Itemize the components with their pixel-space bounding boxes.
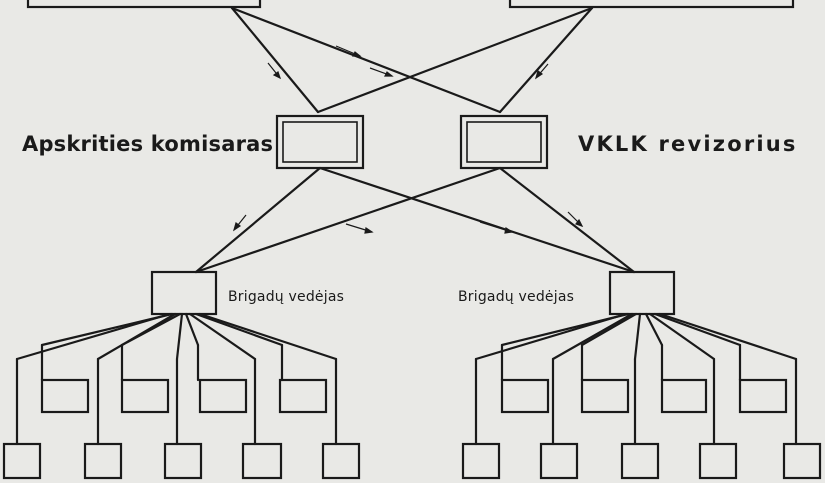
- flow-arrow-head: [534, 69, 544, 80]
- tree-line: [188, 312, 257, 361]
- county-commissioner-label: Apskrities komisaras: [22, 132, 274, 156]
- connector-line: [230, 6, 320, 114]
- tree-line: [633, 312, 642, 361]
- connector-line: [498, 6, 594, 114]
- flow-arrow-head: [364, 227, 374, 234]
- tree-line: [658, 312, 798, 361]
- member-box: [660, 378, 708, 414]
- member-box: [500, 378, 550, 414]
- flow-arrow-head: [232, 221, 242, 232]
- auditor-box: [459, 114, 549, 170]
- tree-line: [653, 312, 742, 347]
- member-box: [241, 442, 283, 480]
- brigade-leader-label-right: Brigadų vedėjas: [458, 289, 575, 305]
- brigade-leader-box-left: [150, 270, 218, 316]
- tree-line: [175, 312, 184, 361]
- tree-line: [644, 312, 664, 347]
- flow-arrow-head: [384, 71, 394, 77]
- member-box: [198, 378, 248, 414]
- member-box: [580, 378, 630, 414]
- tree-line: [184, 312, 200, 347]
- connector-line: [194, 166, 502, 274]
- commissioner-box: [275, 114, 365, 170]
- connector-line: [498, 166, 636, 274]
- tree-line: [198, 312, 338, 361]
- flow-arrow-head: [352, 51, 362, 57]
- member-box: [163, 442, 203, 480]
- tree-line: [500, 312, 630, 347]
- connector-line: [194, 166, 322, 274]
- tree-line: [194, 312, 284, 347]
- auditor-label: VKLK revizorius: [578, 132, 798, 156]
- connector-line: [318, 166, 636, 274]
- member-box: [782, 442, 822, 480]
- tree-line: [580, 312, 638, 347]
- tree-line: [551, 312, 634, 361]
- member-box: [698, 442, 738, 480]
- member-box: [2, 442, 42, 480]
- brigade-leader-box-right: [608, 270, 676, 316]
- tree-line: [120, 312, 182, 347]
- member-box: [461, 442, 501, 480]
- top-left-box: [26, 0, 262, 9]
- member-box: [321, 442, 361, 480]
- flow-arrow-head: [272, 71, 282, 80]
- connector-line: [230, 6, 502, 114]
- commissioner-box-inner: [282, 121, 358, 163]
- member-box: [278, 378, 328, 414]
- member-box: [40, 378, 90, 414]
- brigade-leader-label-left: Brigadų vedėjas: [228, 289, 345, 305]
- connector-line: [316, 6, 594, 114]
- tree-line: [40, 312, 174, 347]
- flow-arrow-head: [504, 227, 514, 234]
- flow-arrow-head: [575, 218, 584, 228]
- member-box: [539, 442, 579, 480]
- auditor-box-inner: [466, 121, 542, 163]
- top-right-box: [508, 0, 795, 9]
- member-box: [738, 378, 788, 414]
- tree-line: [648, 312, 716, 361]
- member-box: [120, 378, 170, 414]
- member-box: [620, 442, 660, 480]
- member-box: [83, 442, 123, 480]
